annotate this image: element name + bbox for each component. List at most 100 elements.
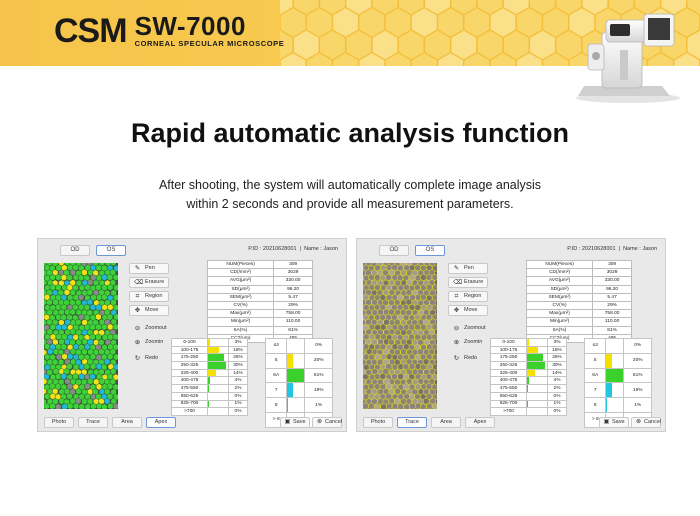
tab-trace[interactable]: Trace [78,417,108,428]
area-percent: 14% [228,368,248,378]
endothelial-cell [432,353,437,361]
area-bar-fill [527,377,530,385]
endothelial-cell [388,308,395,316]
hex-bar-fill [606,383,612,398]
erasure-button[interactable]: ⌫Erasure [448,277,488,288]
parameter-name: CV(%) [525,300,594,311]
cell-image-traced[interactable] [363,263,437,409]
area-range: >700 [490,407,527,416]
save-button[interactable]: ▣Save [280,417,310,428]
redo-button[interactable]: ↻Redo [134,355,159,362]
area-percent: 26% [228,353,248,363]
hex-row: 6A 61% [583,367,652,384]
area-bar-fill [527,369,536,377]
save-button[interactable]: ▣Save [599,417,629,428]
endothelial-cell [363,388,366,395]
zoomout-button[interactable]: ⊖Zoomout [453,325,486,332]
endothelial-cell [110,263,117,267]
endothelial-cell [417,377,424,385]
endothelial-cell [408,303,416,311]
honeycomb-pattern [280,0,700,66]
parameter-value: 29% [592,300,632,311]
erasure-button[interactable]: ⌫Erasure [129,277,169,288]
tab-area[interactable]: Area [112,417,142,428]
hex-label: 8 [264,397,288,413]
parameter-value: 3029 [592,268,632,278]
tab-photo[interactable]: Photo [44,417,74,428]
zoomout-button[interactable]: ⊖Zoomout [134,325,167,332]
tab-od[interactable]: OD [60,245,90,256]
tab-trace[interactable]: Trace [397,417,427,428]
cancel-button[interactable]: ⊗Cancel [312,417,342,428]
region-button[interactable]: ⌗Region [448,291,488,302]
brand-logo: CSM SW-7000 CORNEAL SPECULAR MICROSCOPE [54,11,284,48]
brand-model: SW-7000 [134,11,246,41]
endothelial-cell [415,402,422,409]
parameter-row: SD(μm²)96.20 [206,284,313,294]
area-percent: 1% [547,399,567,409]
area-bar [526,384,548,393]
parameter-value: 309 [273,259,313,270]
hex-label: 6A [264,367,288,384]
cell-image-colored[interactable] [44,263,118,409]
area-range: 175-250 [171,353,208,363]
parameter-row: 6A(%)81% [206,325,313,335]
endothelial-cell [431,323,437,331]
pen-button[interactable]: ✎Pen [129,263,169,274]
tab-os[interactable]: OS [415,245,445,256]
endothelial-cell [98,377,105,385]
endothelial-cell [426,402,433,409]
hex-percent: 61% [623,367,652,384]
area-bar-fill [208,354,224,362]
endothelial-cell [101,273,108,281]
area-percent: 26% [547,353,567,363]
tab-apex[interactable]: Apex [146,417,176,428]
tab-photo[interactable]: Photo [363,417,393,428]
description-line-2: within 2 seconds and provide all measure… [186,197,514,211]
endothelial-cell [431,402,437,409]
area-percent: 30% [547,361,567,370]
tab-apex[interactable]: Apex [465,417,495,428]
endothelial-cell [408,362,416,371]
redo-button[interactable]: ↻Redo [453,355,478,362]
move-button[interactable]: ✥Move [129,305,169,316]
endothelial-cell [49,323,57,331]
parameter-name: 6A(%) [206,325,275,335]
move-button[interactable]: ✥Move [448,305,488,316]
hex-percent: 0% [304,338,333,354]
endothelial-cell [112,333,118,341]
pen-button[interactable]: ✎Pen [448,263,488,274]
tab-os[interactable]: OS [96,245,126,256]
endothelial-cell [67,402,74,409]
region-button[interactable]: ⌗Region [129,291,169,302]
area-bar [207,391,229,401]
header-banner: CSM SW-7000 CORNEAL SPECULAR MICROSCOPE [0,0,700,66]
parameter-row: CD(/mm²)3029 [206,268,313,278]
endothelial-cell [69,328,76,336]
zoomin-button[interactable]: ⊕Zoomin [134,339,164,346]
hex-percent: 19% [304,382,333,399]
area-bar-fill [527,385,529,392]
area-range: 625-700 [490,399,527,409]
hex-label: ≤4 [264,338,288,354]
endothelial-cell [106,273,114,281]
tab-area[interactable]: Area [431,417,461,428]
area-range: 400-475 [490,376,527,386]
hex-bar-fill [606,353,612,368]
endothelial-cell [363,279,367,287]
cancel-button[interactable]: ⊗Cancel [631,417,661,428]
parameter-name: Min(μm²) [206,317,275,327]
tab-od[interactable]: OD [379,245,409,256]
endothelial-cell [44,377,48,386]
hex-label: 6A [583,367,607,384]
area-range: >700 [171,407,208,416]
zoomin-button[interactable]: ⊕Zoomin [453,339,483,346]
area-bar-fill [527,400,528,408]
